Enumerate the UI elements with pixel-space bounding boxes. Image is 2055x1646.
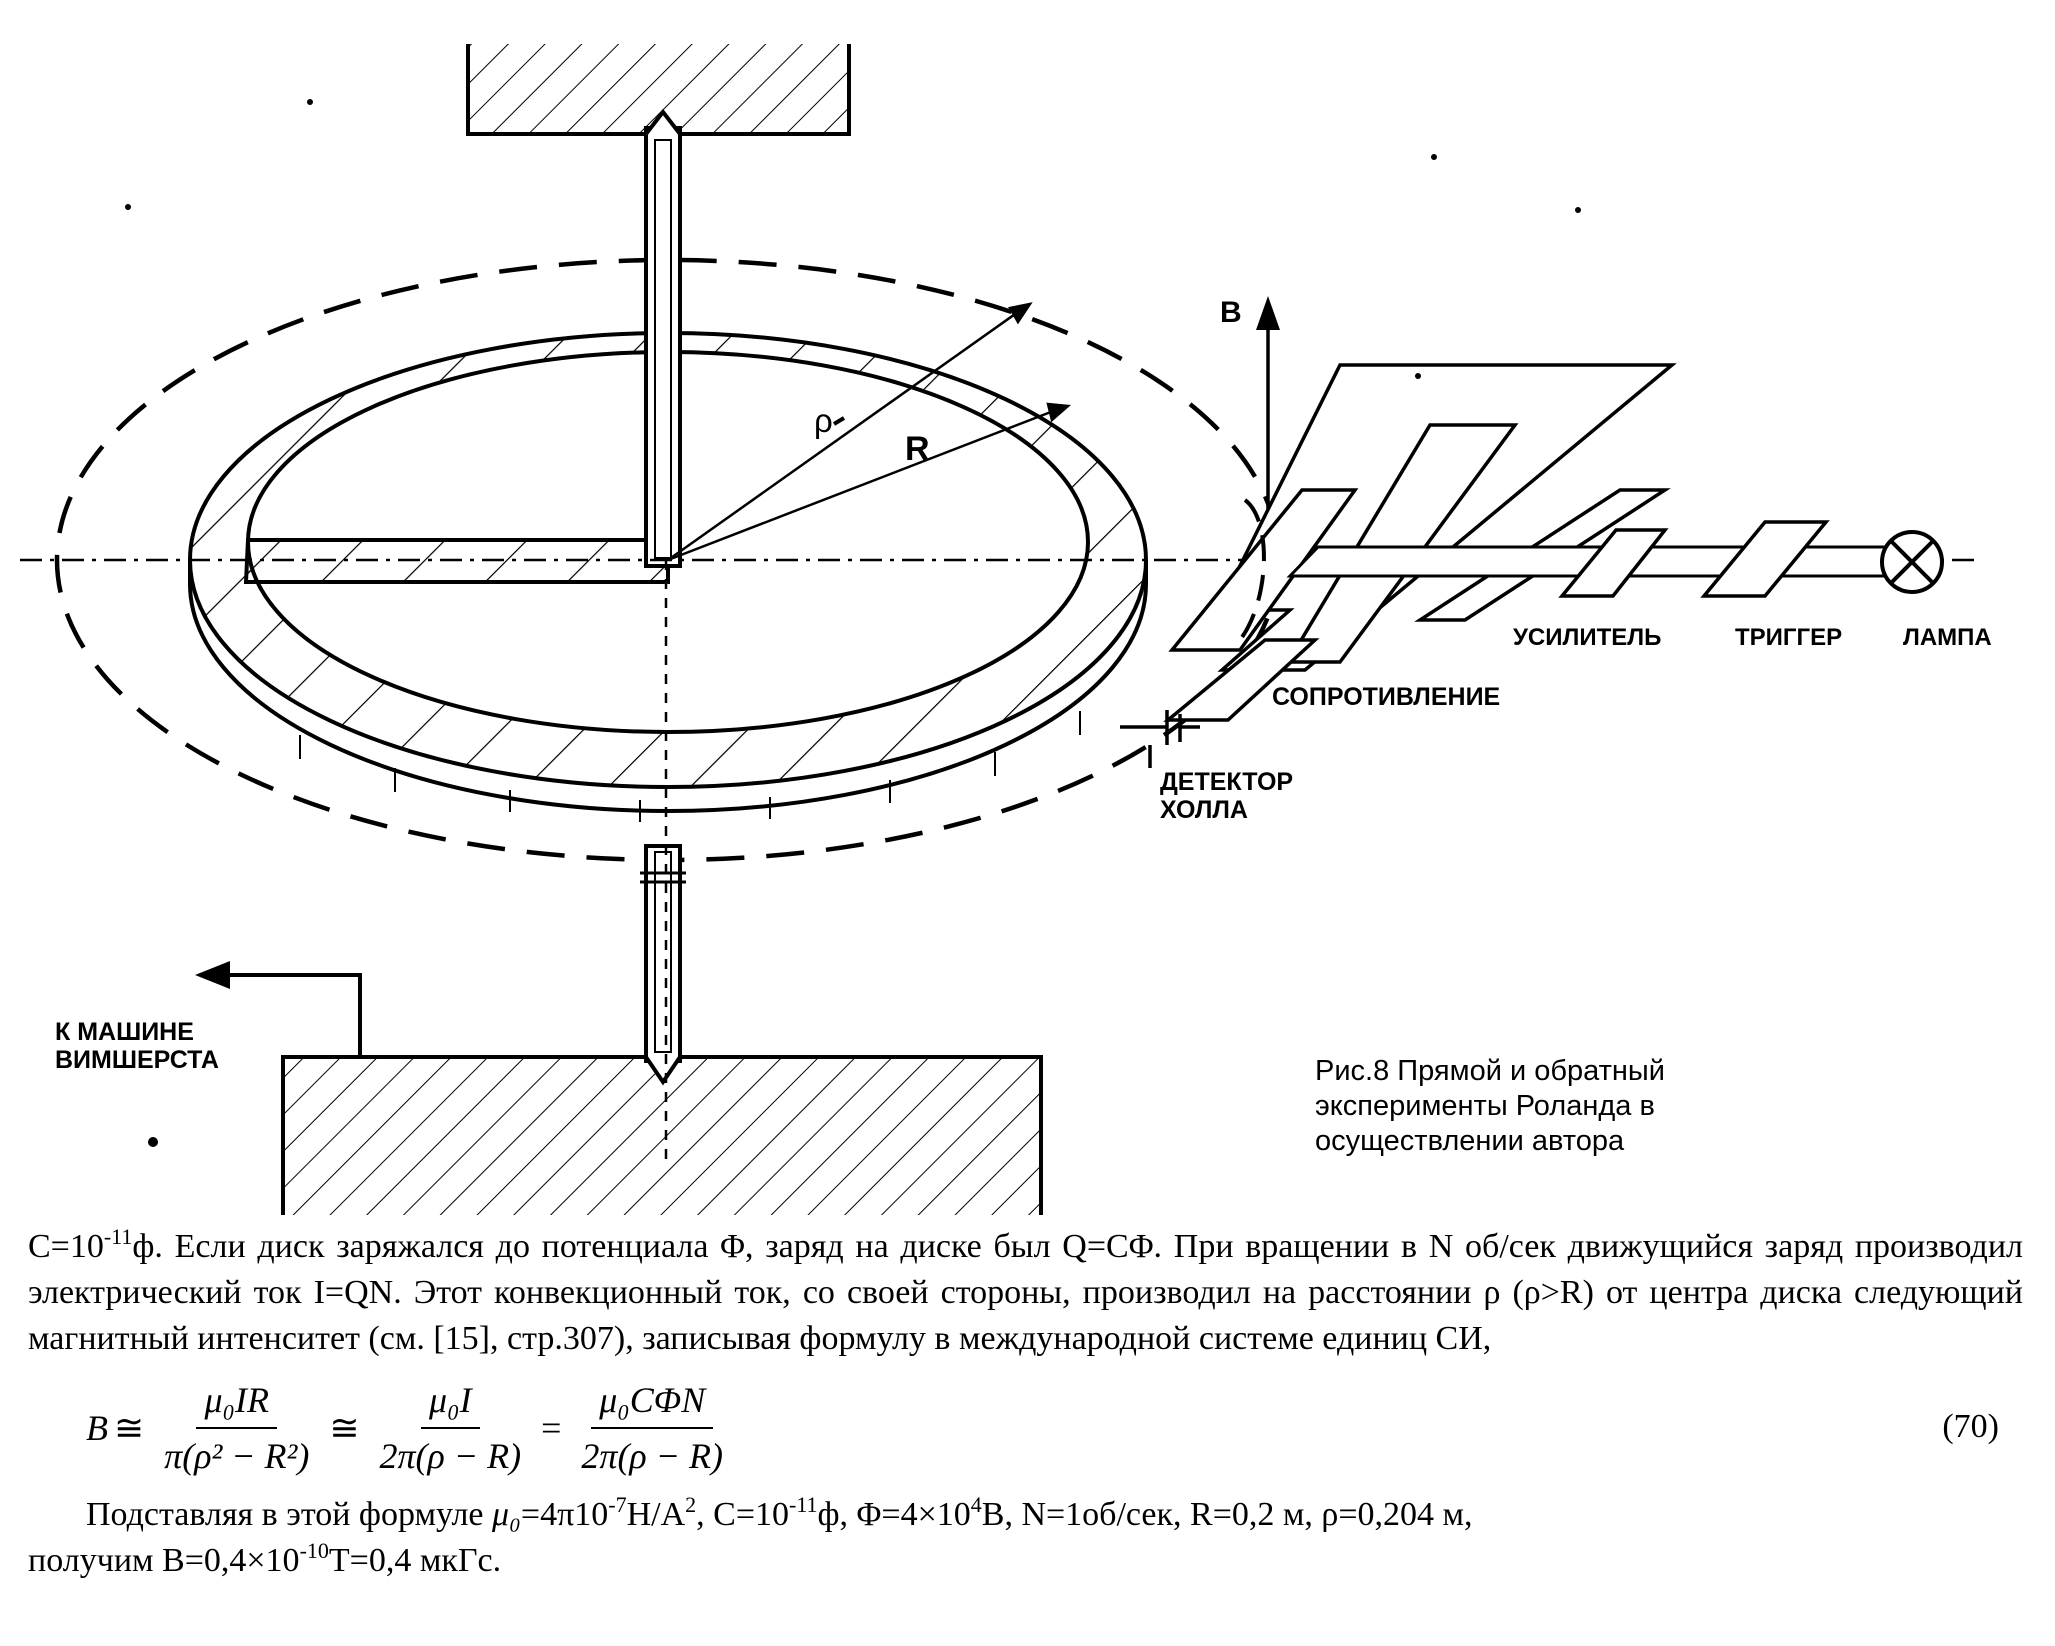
charged-disk-ring	[180, 320, 1160, 800]
center-axes	[20, 558, 1980, 1160]
axle	[640, 108, 686, 1086]
hall-detector-label-line1: ДЕТЕКТОР	[1160, 768, 1293, 796]
amplifier-label: УСИЛИТЕЛЬ	[1513, 624, 1661, 651]
equation-body: B ≅ μ₀IR π(ρ² − R²) ≅ μ₀I 2π(ρ − R) = μ₀…	[86, 1364, 737, 1492]
figure-caption-line2: эксперименты Роланда в	[1315, 1090, 1655, 1122]
body-text: C=10-11ф. Если диск заряжался до потенци…	[28, 1224, 2023, 1584]
scan-specks	[125, 99, 1581, 1147]
hall-arc	[1238, 498, 1266, 642]
trigger-label: ТРИГГЕР	[1735, 624, 1842, 651]
machine-label-line1: К МАШИНЕ	[55, 1018, 194, 1046]
rho-label: ρ	[814, 402, 833, 439]
figure-caption-line1: Рис.8 Прямой и обратный	[1315, 1055, 1665, 1087]
lamp-label: ЛАМПА	[1903, 624, 1992, 651]
rowland-experiment-diagram: B ρ R УСИЛИТЕЛЬ ТРИГГЕР ЛАМПА СОПРОТИВЛЕ…	[20, 44, 1992, 1215]
machine-label-line2: ВИМШЕРСТА	[55, 1046, 219, 1074]
fraction-3: μ₀CΦN 2π(ρ − R)	[573, 1377, 731, 1479]
radius-arrows	[667, 302, 1071, 562]
paragraph-2: Подставляя в этой формуле μ₀=4π10-7H/A2,…	[86, 1492, 1473, 1534]
paragraph-3: получим B=0,4×10-10T=0,4 мкГс.	[28, 1538, 502, 1580]
hall-detector-label-line2: ХОЛЛА	[1160, 796, 1248, 824]
figure-caption-line3: осуществлении автора	[1315, 1125, 1625, 1157]
fraction-1: μ₀IR π(ρ² − R²)	[156, 1377, 317, 1479]
trigger-block	[1700, 520, 1830, 598]
b-label: B	[1220, 296, 1242, 329]
hall-detector-assembly	[1163, 363, 1677, 722]
equation-70: B ≅ μ₀IR π(ρ² − R²) ≅ μ₀I 2π(ρ − R) = μ₀…	[28, 1364, 2023, 1492]
lamp-icon	[1880, 530, 1944, 594]
resistance-label: СОПРОТИВЛЕНИЕ	[1272, 683, 1500, 711]
amplifier-block	[1558, 528, 1669, 598]
detector-capacitor-symbol	[1120, 710, 1200, 768]
fraction-2: μ₀I 2π(ρ − R)	[372, 1377, 530, 1479]
paragraph-1: C=10-11ф. Если диск заряжался до потенци…	[28, 1224, 2023, 1358]
r-label: R	[905, 430, 930, 468]
wimshurst-connection-arrow	[195, 961, 362, 1057]
equation-number: (70)	[1942, 1408, 1999, 1445]
